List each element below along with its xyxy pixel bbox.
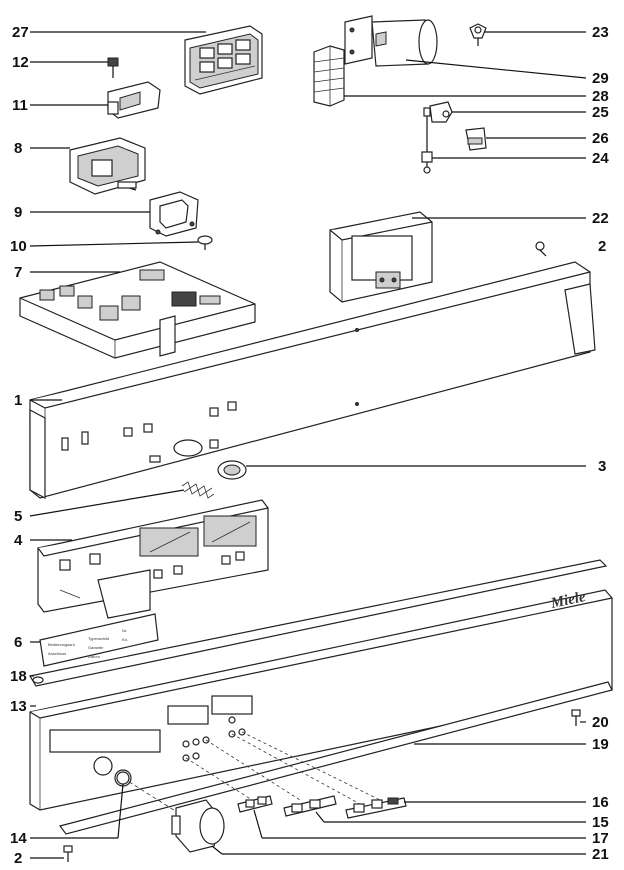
part-17-push-button-strip bbox=[237, 795, 273, 813]
part-9-bracket bbox=[149, 191, 199, 237]
callout-9: 9 bbox=[14, 204, 22, 221]
svg-text:Nr.: Nr. bbox=[122, 628, 127, 633]
callout-25: 25 bbox=[592, 104, 609, 121]
svg-text:Typenschild: Typenschild bbox=[88, 636, 109, 641]
part-25-clamp bbox=[429, 101, 453, 123]
callout-22: 22 bbox=[592, 210, 609, 227]
part-13-front-panel: Miele bbox=[29, 589, 613, 811]
part-18-trim-strip bbox=[29, 559, 608, 687]
svg-text:Kd.: Kd. bbox=[122, 637, 128, 642]
callout-4: 4 bbox=[14, 532, 23, 549]
button-guide-lines bbox=[185, 731, 381, 805]
part-8-selector-switch bbox=[69, 137, 146, 195]
part-1-chassis-frame bbox=[29, 261, 596, 499]
part-14-ring bbox=[116, 771, 130, 785]
callout-15: 15 bbox=[592, 814, 609, 831]
callout-5: 5 bbox=[14, 508, 22, 525]
callout-13: 13 bbox=[10, 698, 27, 715]
part-15-push-button-strip bbox=[283, 795, 337, 817]
part-19-lower-trim bbox=[58, 681, 613, 835]
svg-text:Datum: Datum bbox=[88, 654, 100, 659]
part-10-screw bbox=[197, 235, 213, 250]
svg-text:Bedienungsanl.: Bedienungsanl. bbox=[48, 642, 76, 647]
callout-labels: 27 12 11 8 9 10 7 1 5 4 6 18 13 14 2 23 … bbox=[10, 24, 609, 867]
part-7-control-board bbox=[19, 261, 256, 359]
part-29-pump-motor bbox=[344, 15, 438, 67]
svg-text:Anschluss: Anschluss bbox=[48, 651, 66, 656]
part-22-transformer bbox=[329, 211, 433, 303]
part-11-switch bbox=[107, 81, 161, 119]
callout-17: 17 bbox=[592, 830, 609, 847]
callout-11: 11 bbox=[12, 97, 28, 114]
callout-1: 1 bbox=[14, 392, 22, 409]
part-16-push-button-strip bbox=[345, 797, 407, 819]
part-24-rod-spacer bbox=[421, 107, 433, 174]
callout-10: 10 bbox=[10, 238, 27, 255]
callout-21: 21 bbox=[592, 846, 609, 863]
callout-14: 14 bbox=[10, 830, 27, 847]
svg-text:Garantie: Garantie bbox=[88, 645, 104, 650]
callout-18: 18 bbox=[10, 668, 27, 685]
callout-16: 16 bbox=[592, 794, 609, 811]
part-23-clip bbox=[469, 23, 487, 46]
part-2-screw-bottom bbox=[63, 845, 73, 862]
part-6-rating-label: Bedienungsanl. Anschluss Typenschild Gar… bbox=[39, 613, 159, 667]
part-20-screw bbox=[571, 709, 581, 726]
callout-6: 6 bbox=[14, 634, 22, 651]
part-12-screw bbox=[107, 57, 119, 78]
callout-20: 20 bbox=[592, 714, 609, 731]
callout-7: 7 bbox=[14, 264, 22, 281]
part-2-screw-top bbox=[535, 241, 547, 257]
callout-23: 23 bbox=[592, 24, 609, 41]
part-3-grommet bbox=[217, 460, 247, 480]
callout-28: 28 bbox=[592, 88, 609, 105]
leader-lines bbox=[29, 31, 587, 859]
callout-19: 19 bbox=[592, 736, 609, 753]
part-27-relay-housing bbox=[184, 25, 263, 95]
callout-12: 12 bbox=[12, 54, 29, 71]
part-21-rotary-knob bbox=[122, 777, 225, 853]
callout-24: 24 bbox=[592, 150, 609, 167]
callout-2-top: 2 bbox=[598, 238, 606, 255]
callout-29: 29 bbox=[592, 70, 609, 87]
part-4-display-holder bbox=[37, 499, 269, 619]
part-28-terminal-strip bbox=[313, 45, 345, 107]
callout-8: 8 bbox=[14, 140, 22, 157]
callout-27: 27 bbox=[12, 24, 29, 41]
callout-2-bottom: 2 bbox=[14, 850, 22, 867]
part-26-clip bbox=[465, 127, 487, 151]
callout-26: 26 bbox=[592, 130, 609, 147]
part-5-spring bbox=[181, 481, 215, 499]
brand-logo: Miele bbox=[549, 589, 588, 612]
callout-3: 3 bbox=[598, 458, 606, 475]
